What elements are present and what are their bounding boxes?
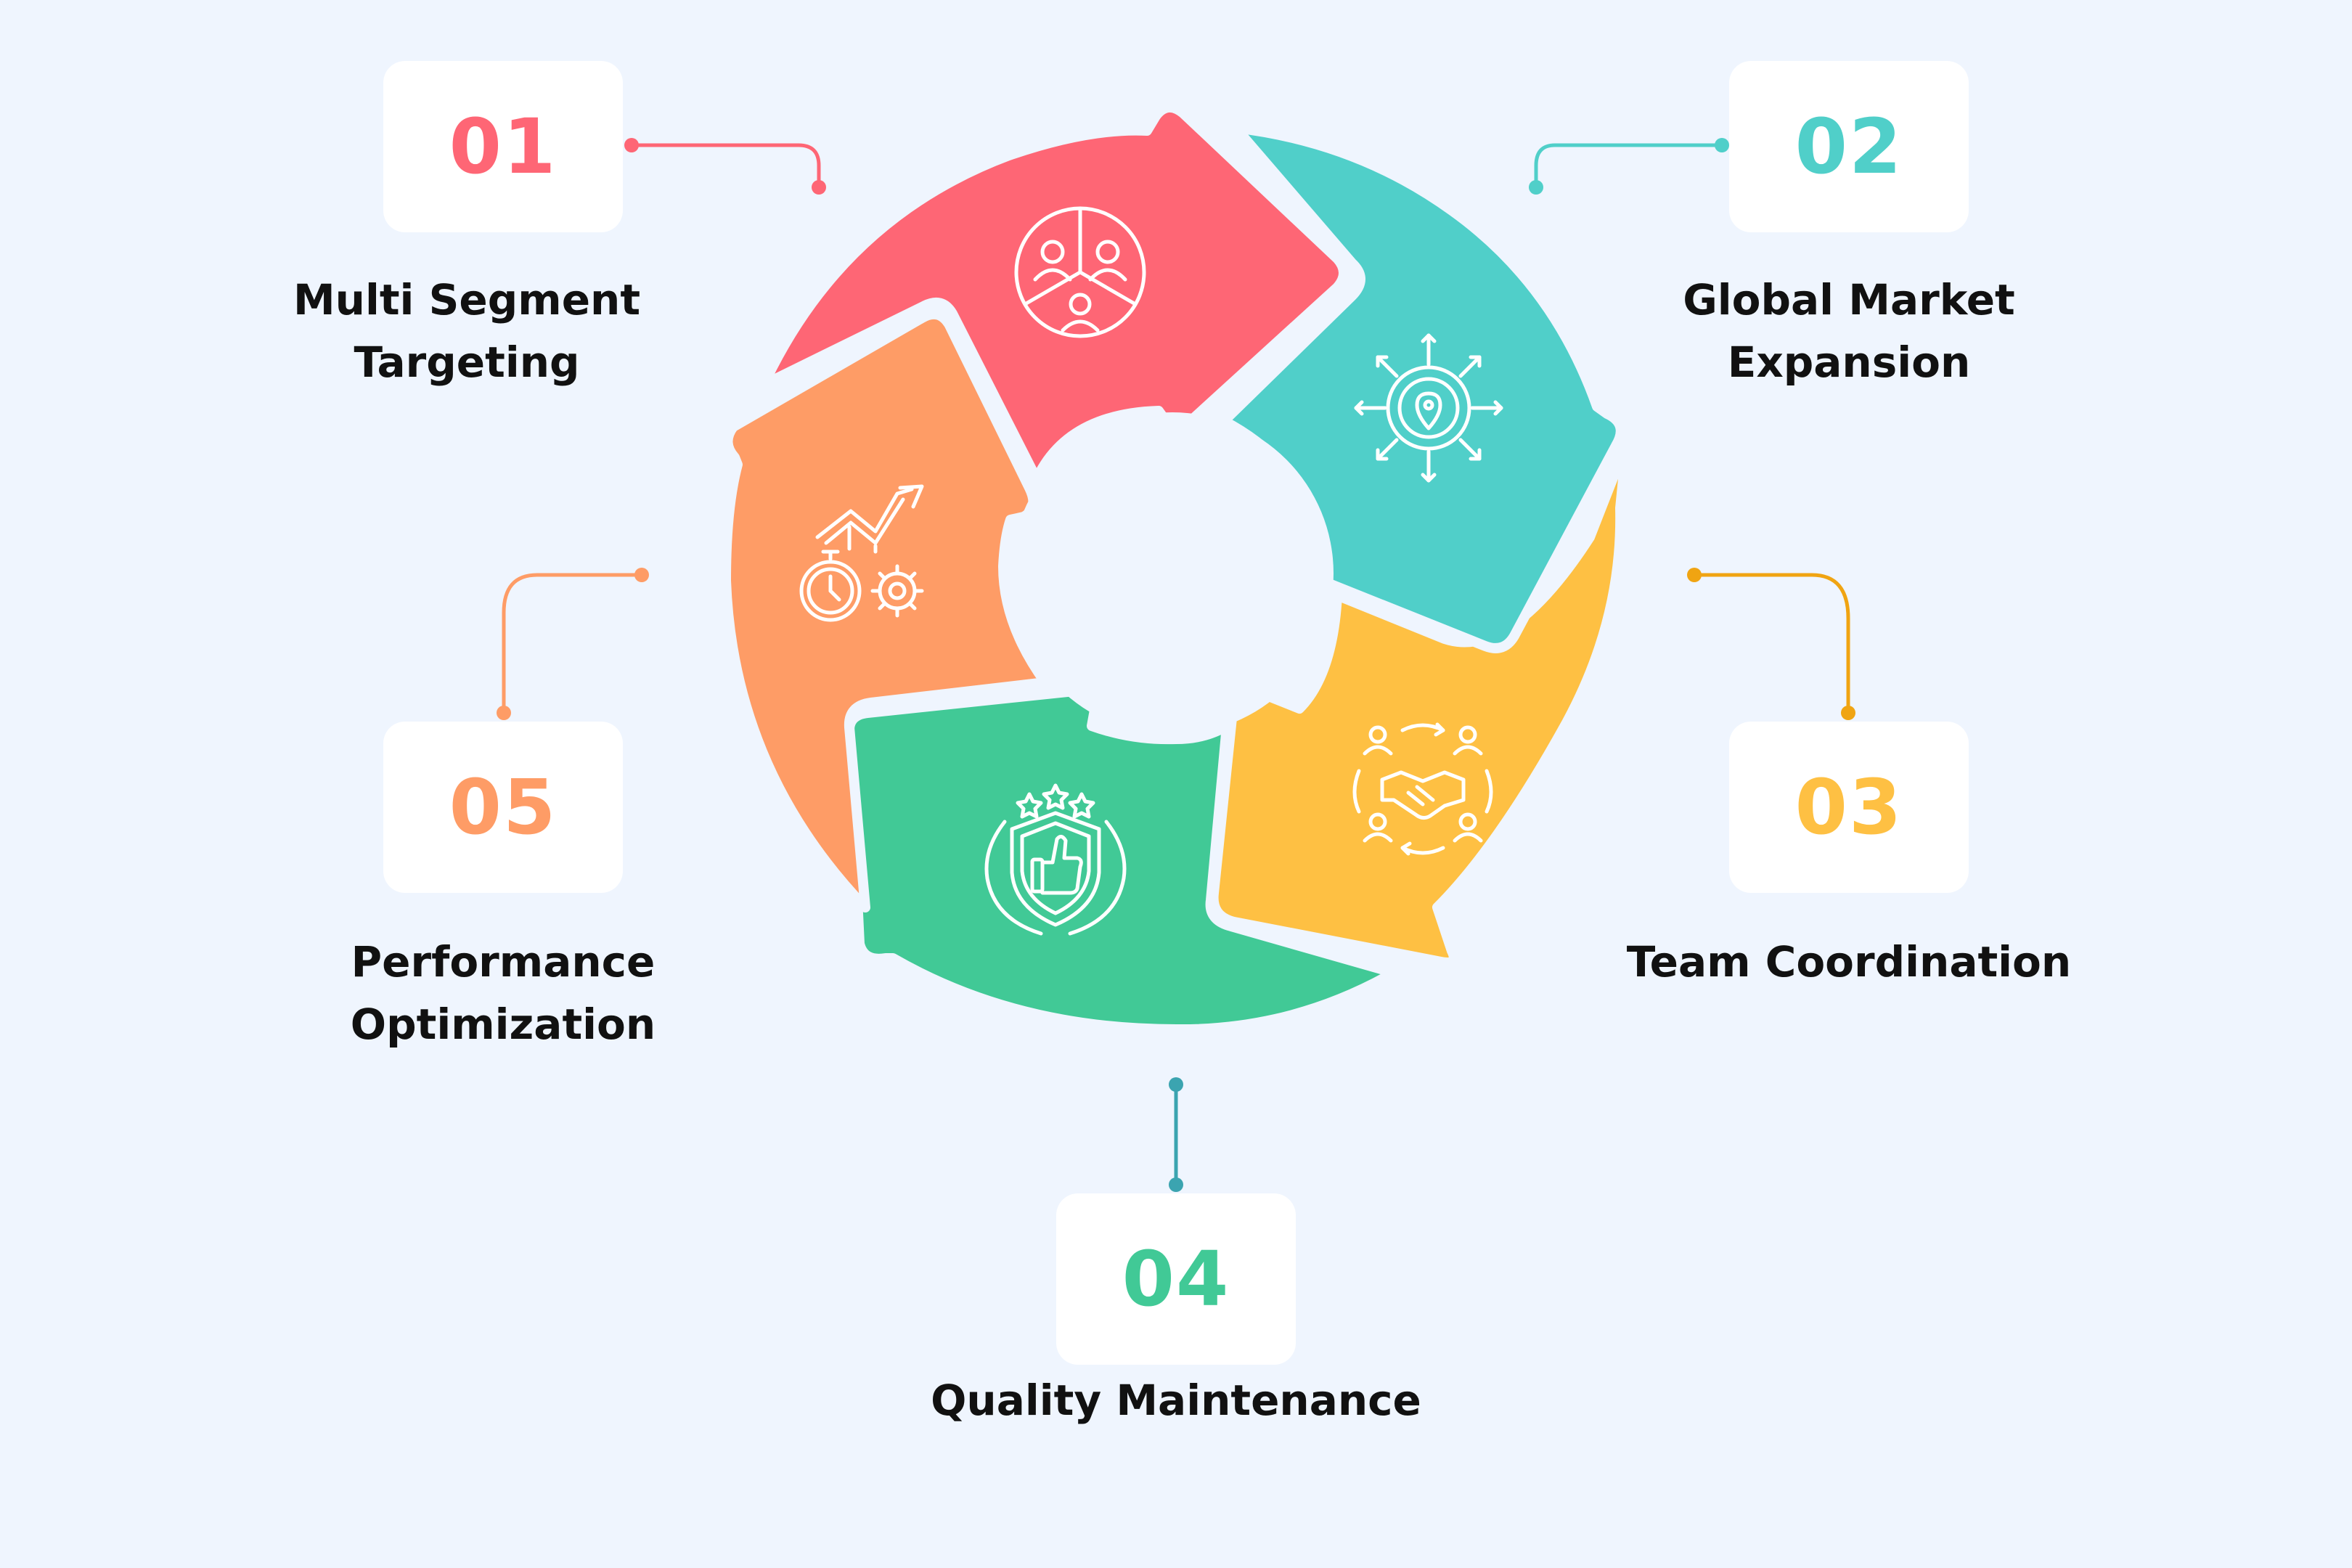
step-title-05: Performance Optimization xyxy=(285,931,721,1055)
step-title-05-line2: Optimization xyxy=(350,1000,656,1049)
step-title-01: Multi Segment Targeting xyxy=(249,269,685,393)
people-segments-icon xyxy=(1014,206,1146,338)
step-number-02: 02 xyxy=(1794,102,1903,191)
step-number-card-03: 03 xyxy=(1729,722,1969,893)
step-number-card-02: 02 xyxy=(1729,61,1969,232)
step-title-02: Global Market Expansion xyxy=(1631,269,2067,393)
diagram-center xyxy=(1011,412,1334,735)
connector-05 xyxy=(497,568,649,720)
step-number-01: 01 xyxy=(449,102,558,191)
step-title-03: Team Coordination xyxy=(1595,931,2103,993)
step-title-02-line2: Expansion xyxy=(1727,338,1971,387)
step-number-card-05: 05 xyxy=(383,722,623,893)
connector-02 xyxy=(1529,138,1729,195)
segment-05 xyxy=(721,309,1050,912)
step-title-02-line1: Global Market xyxy=(1683,275,2015,324)
connector-01 xyxy=(624,138,826,195)
connector-04 xyxy=(1169,1077,1183,1192)
step-title-01-line1: Multi Segment xyxy=(293,275,641,324)
step-number-03: 03 xyxy=(1794,763,1903,852)
thumbs-up-shield-icon xyxy=(984,783,1127,936)
step-number-05: 05 xyxy=(449,763,558,852)
step-number-04: 04 xyxy=(1122,1235,1230,1323)
segment-01 xyxy=(759,102,1349,484)
step-title-04: Quality Maintenance xyxy=(904,1369,1448,1432)
connector-03 xyxy=(1687,568,1855,720)
handshake-team-icon xyxy=(1352,722,1493,856)
step-title-01-line2: Targeting xyxy=(354,338,580,387)
step-title-03-line1: Team Coordination xyxy=(1626,937,2072,987)
step-number-card-01: 01 xyxy=(383,61,623,232)
step-title-05-line1: Performance xyxy=(351,937,656,987)
globe-location-arrows-icon xyxy=(1354,333,1503,483)
growth-gears-stopwatch-icon xyxy=(799,484,924,622)
step-number-card-04: 04 xyxy=(1056,1193,1296,1365)
segment-03 xyxy=(1208,434,1635,968)
step-title-04-line1: Quality Maintenance xyxy=(931,1376,1421,1425)
